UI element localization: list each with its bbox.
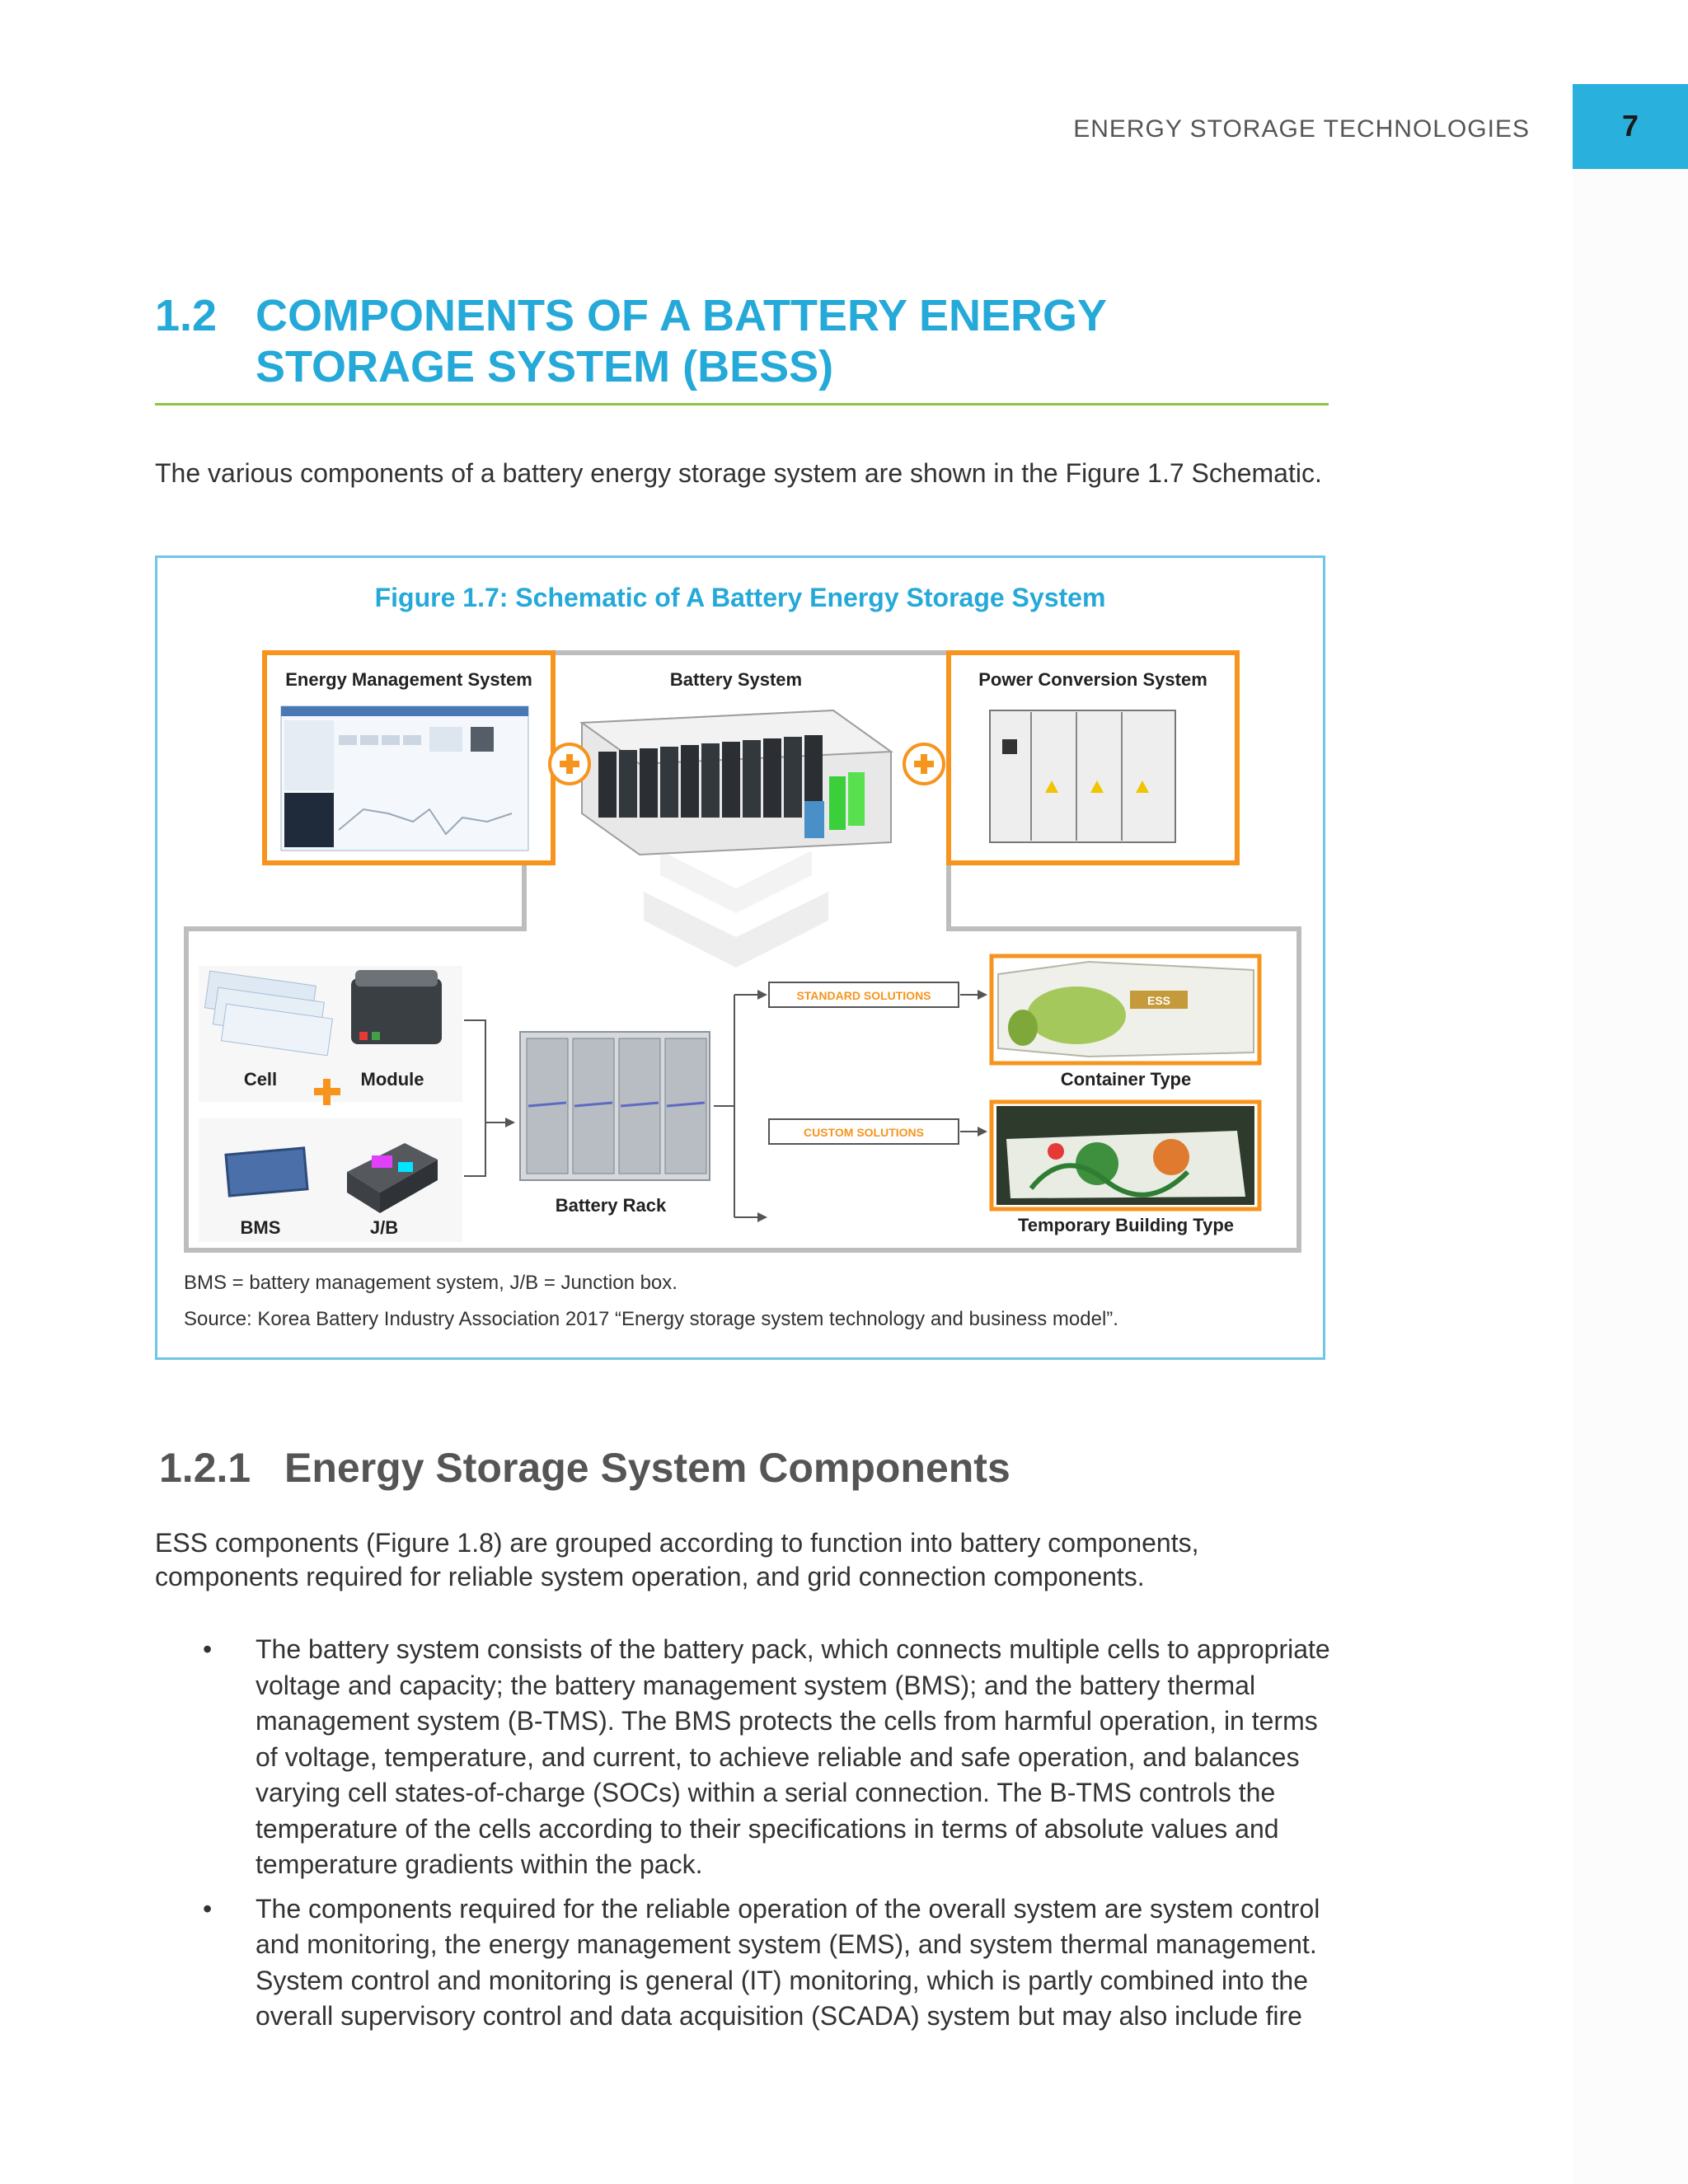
module-image: [351, 970, 442, 1044]
module-label: Module: [361, 1069, 424, 1090]
arrowhead-icon: [505, 1118, 515, 1127]
page-number: 7: [1622, 109, 1639, 143]
section-title: COMPONENTS OF A BATTERY ENERGY STORAGE S…: [256, 291, 1107, 391]
ems-widget: [382, 735, 400, 745]
rack: [660, 747, 678, 818]
bullet-icon: •: [203, 1634, 213, 1664]
temporary-building-image: [996, 1106, 1254, 1205]
green-rack: [848, 772, 865, 826]
ems-widget: [360, 735, 378, 745]
body-paragraph: ESS components (Figure 1.8) are grouped …: [155, 1528, 1199, 1591]
rack: [743, 740, 761, 818]
arrowhead-icon: [757, 990, 767, 1000]
green-rack: [829, 776, 846, 830]
junction-box-image: [347, 1143, 438, 1213]
warning-icon: [1090, 780, 1104, 793]
connector-line: [464, 1019, 486, 1131]
battery-rack-label: Battery Rack: [556, 1195, 667, 1216]
ems-toolbar: [281, 706, 528, 716]
jb-label: J/B: [370, 1217, 398, 1238]
battery-system-label: Battery System: [670, 669, 802, 690]
rack: [619, 750, 637, 818]
page-number-tab: 7: [1573, 84, 1688, 169]
ems-widget: [429, 727, 462, 752]
standard-solutions-tag: [768, 982, 959, 1008]
list-item: • The components required for the reliab…: [155, 1891, 1342, 2035]
container-type-image: ESS: [997, 960, 1254, 1058]
ess-logo-text: ESS: [1147, 994, 1170, 1007]
custom-solutions-tag: [768, 1118, 959, 1145]
section-number: 1.2: [155, 291, 218, 340]
rack: [722, 742, 740, 818]
figure-title: Figure 1.7: Schematic of A Battery Energ…: [374, 583, 1106, 612]
battery-rack-image: [519, 1031, 710, 1181]
rack: [681, 745, 699, 818]
rack: [763, 738, 781, 818]
standard-solutions-label: STANDARD SOLUTIONS: [796, 989, 931, 1002]
figure-note-source: Source: Korea Battery Industry Associati…: [184, 1308, 1118, 1330]
custom-solutions-label: CUSTOM SOLUTIONS: [804, 1126, 924, 1139]
list-item-text: The battery system consists of the batte…: [256, 1634, 1330, 1879]
container-type-label: Container Type: [1061, 1069, 1192, 1090]
list-item: • The battery system consists of the bat…: [155, 1632, 1342, 1883]
ems-side-panel: [284, 720, 334, 790]
rack: [784, 737, 802, 818]
chevron-shape: [660, 851, 812, 913]
bms-label: BMS: [241, 1217, 281, 1238]
rack: [598, 752, 617, 818]
ems-widget: [403, 735, 421, 745]
figure-1-7: Figure 1.7: Schematic of A Battery Energ…: [155, 555, 1325, 1360]
blue-rack: [804, 801, 824, 838]
intro-paragraph: The various components of a battery ener…: [155, 458, 1322, 488]
plus-sign-icon: [314, 1079, 340, 1105]
cell-image: [204, 970, 333, 1057]
bess-schematic-diagram: Energy Management System Battery System: [184, 650, 1301, 1253]
rack: [804, 735, 823, 818]
pcs-cabinet: [989, 710, 1176, 843]
pcs-label: Power Conversion System: [978, 669, 1207, 690]
connector-line: [464, 1131, 486, 1177]
ems-widget: [339, 735, 357, 745]
rack: [701, 743, 720, 818]
pcs-display: [1002, 739, 1017, 754]
plus-icon: [903, 743, 945, 785]
warning-icon: [1136, 780, 1149, 793]
arrowhead-icon: [757, 1212, 767, 1222]
figure-note-abbreviations: BMS = battery management system, J/B = J…: [184, 1272, 678, 1294]
page-edge-shade: [1573, 169, 1688, 2184]
arrowhead-icon: [978, 990, 987, 1000]
bullet-icon: •: [203, 1893, 213, 1924]
chevron-shape: [644, 892, 828, 968]
warning-icon: [1045, 780, 1058, 793]
list-item-text: The components required for the reliable…: [256, 1893, 1320, 2032]
temporary-building-label: Temporary Building Type: [1018, 1215, 1234, 1235]
subsection-number: 1.2.1: [159, 1445, 251, 1491]
ems-widget: [471, 727, 494, 752]
bms-image: [224, 1146, 309, 1197]
battery-racks: [598, 735, 865, 838]
bullet-list: • The battery system consists of the bat…: [155, 1632, 1342, 2043]
cell-label: Cell: [244, 1069, 277, 1090]
rack: [640, 748, 658, 818]
section-rule: [155, 403, 1329, 405]
arrowhead-icon: [978, 1127, 987, 1137]
ems-label: Energy Management System: [285, 669, 532, 690]
ems-dark-panel: [284, 793, 334, 847]
subsection-title: Energy Storage System Components: [284, 1445, 1010, 1491]
ems-trend-line: [338, 808, 513, 836]
plus-icon: [548, 743, 591, 785]
running-header: ENERGY STORAGE TECHNOLOGIES: [1073, 115, 1530, 143]
